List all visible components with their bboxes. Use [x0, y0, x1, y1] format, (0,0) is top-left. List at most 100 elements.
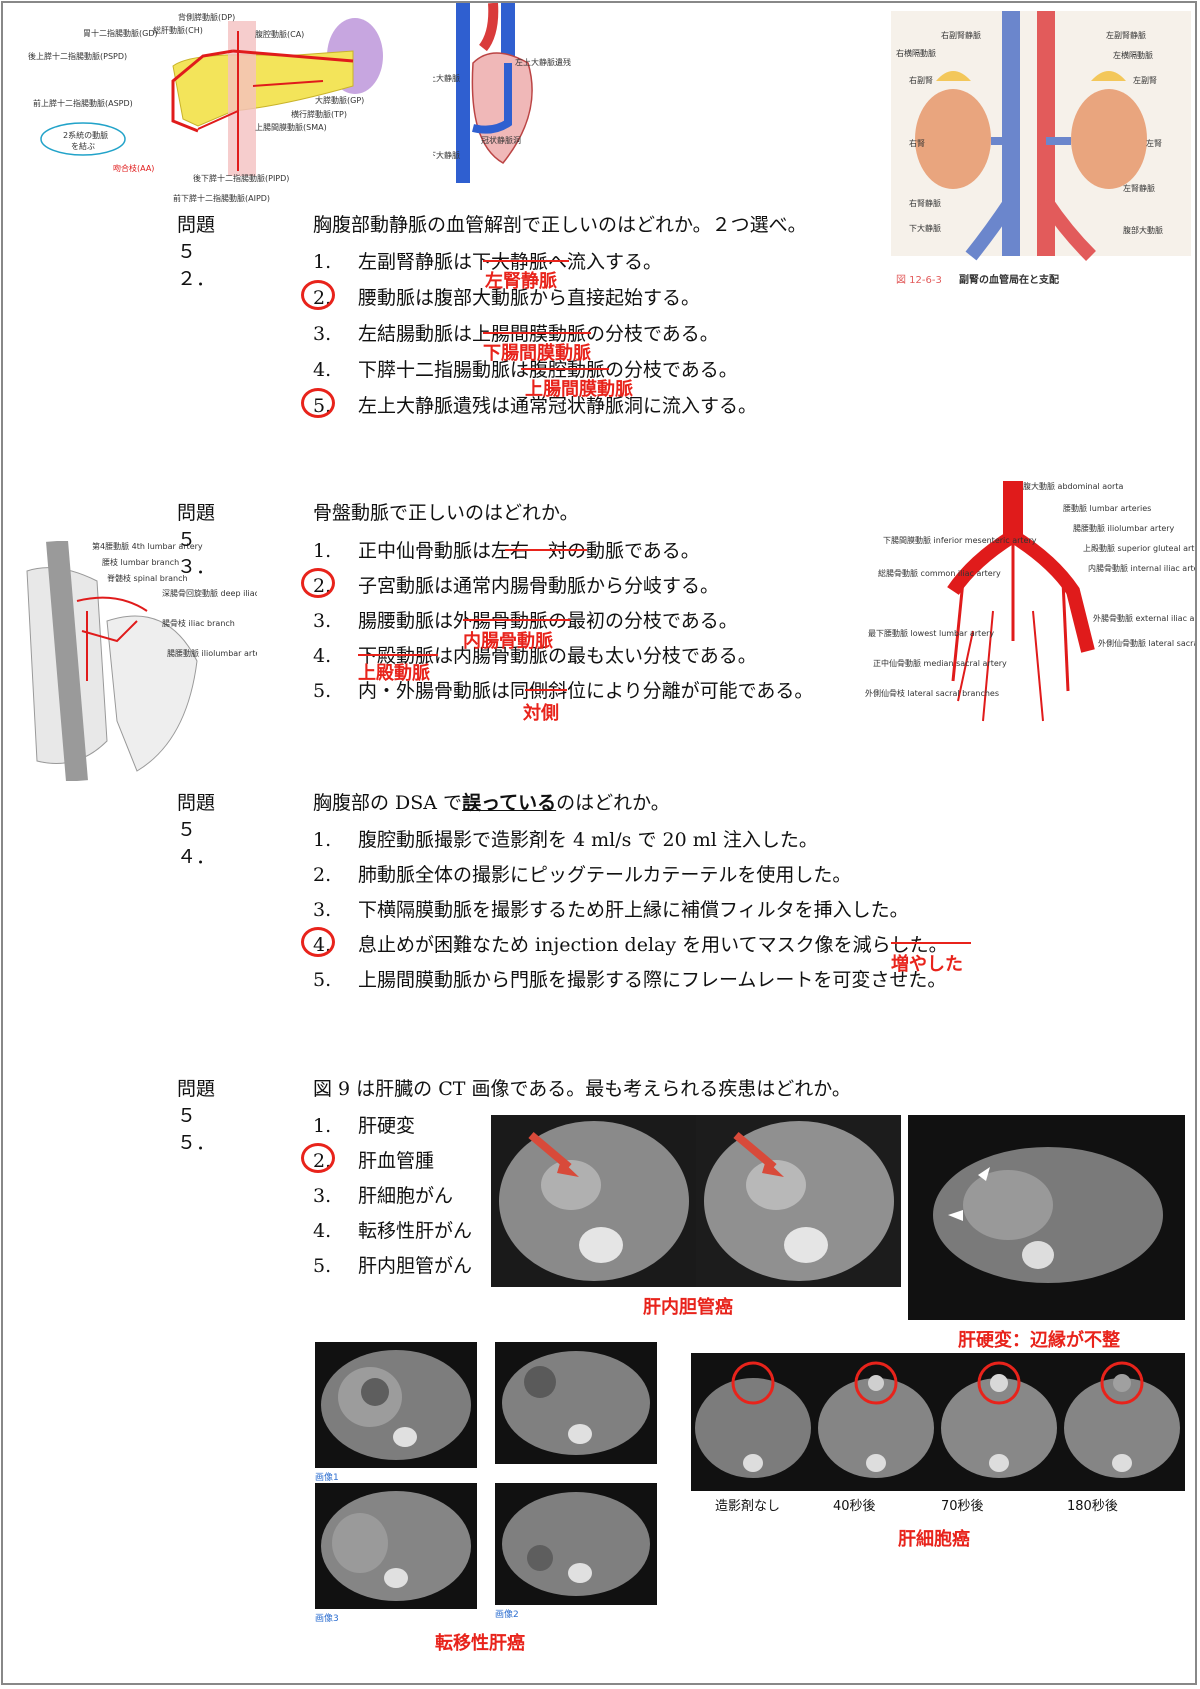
pelvic-artery-figure: 腹大動脈 abdominal aorta 腰動脈 lumbar arteries…: [863, 481, 1197, 726]
label-tp: 横行膵動脈(TP): [291, 109, 347, 119]
label-median-sacral: 正中仙骨動脈 median sacral artery: [873, 658, 1007, 668]
option-text: 正中仙骨動脈は左右一対の動脈である。: [358, 540, 700, 562]
q53-option-3: 3.腸腰動脈は外腸骨動脈の最初の分枝である。: [313, 606, 738, 633]
option-number: 3.: [313, 899, 332, 921]
hcc-phase-2: 40秒後: [833, 1499, 876, 1514]
q54-option-1: 1.腹腔動脈撮影で造影剤を 4 ml/s で 20 ml 注入した。: [313, 825, 818, 852]
ct-metastasis-image-3: [315, 1483, 477, 1609]
label-ima: 下腸間膜動脈 inferior mesenteric artery: [883, 535, 1037, 545]
q52-option-1: 1. 左副腎静脈は下大静脈へ流入する。: [313, 247, 662, 274]
meta-label-3: 画像3: [315, 1614, 339, 1624]
label-iliolumbar-r: 腸腰動脈 iliolumbar artery: [1073, 523, 1175, 533]
hcc-phase-3: 70秒後: [941, 1499, 984, 1514]
option-number: 3.: [313, 610, 332, 632]
q53-strike-4: [358, 654, 438, 656]
q53-option-5: 5.内・外腸骨動脈は同側斜位により分離が可能である。: [313, 676, 813, 703]
pancreas-diagram: 2系統の動脈 を結ぶ 胃十二指腸動脈(GD) 総肝動脈(CH) 背側膵動脈(DP…: [28, 12, 383, 203]
q53-strike-5: [525, 689, 567, 691]
label-persistent-lsvc: 左上大静脈遺残: [515, 57, 571, 67]
option-text: 肝内胆管がん: [358, 1255, 473, 1277]
adrenal-caption-text: 副腎の血管局在と支配: [959, 273, 1059, 286]
label-ca: 腹腔動脈(CA): [255, 29, 304, 39]
ct-metastasis-image-2: [495, 1342, 657, 1464]
option-text: 息止めが困難なため injection delay を用いてマスク像を減らした。: [358, 934, 948, 956]
label-common-iliac: 総腸骨動脈 common iliac artery: [878, 568, 1001, 578]
q52-strike-3: [483, 332, 591, 334]
label-aipd: 前下膵十二指腸動脈(AIPD): [173, 193, 270, 203]
label-ivc-adrenal: 下大静脈: [909, 223, 941, 233]
q54-option-3: 3. 下横隔膜動脈を撮影するため肝上縁に補償フィルタを挿入した。: [313, 895, 909, 922]
q53-strike-1: [505, 549, 587, 551]
label-iliac-branch: 腸骨枝 iliac branch: [162, 618, 235, 628]
q52-answer-circle-5: [301, 388, 335, 418]
q54-text-emphasis: 誤っている: [462, 792, 557, 814]
q55-option-5: 5.肝内胆管がん: [313, 1251, 472, 1278]
option-number: 4.: [313, 1220, 332, 1242]
q55-option-3: 3.肝細胞がん: [313, 1181, 453, 1208]
q53-correction-5: 対側: [523, 703, 559, 724]
q54-strike-4: [891, 942, 971, 944]
option-text: 子宮動脈は通常内腸骨動脈から分岐する。: [358, 575, 720, 597]
heart-svc-figure: 左上大静脈遺残 上大静脈 下大静脈 冠状静脈洞: [433, 3, 633, 188]
q53-correction-4: 上殿動脈: [358, 663, 430, 684]
q52-option-4: 4.下膵十二指腸動脈は腹腔動脈の分枝である。: [313, 355, 738, 382]
q52-strike-4: [521, 368, 609, 370]
q54-text: 胸腹部の DSA で誤っているのはどれか。: [313, 788, 670, 815]
q55-answer-circle-2: [301, 1143, 335, 1173]
q55-option-1: 1.肝硬変: [313, 1111, 415, 1138]
option-number: 1.: [313, 540, 332, 562]
q53-number: 問題５３．: [177, 502, 216, 578]
ct-metastasis-image-1: [315, 1342, 477, 1468]
label-lateral-sacral: 外側仙骨動脈 lateral sacral artery: [1098, 638, 1197, 648]
option-number: 4.: [313, 645, 332, 667]
label-ch: 総肝動脈(CH): [153, 25, 203, 35]
bubble-line-2: を結ぶ: [71, 141, 95, 151]
label-lowest-lumbar: 最下腰動脈 lowest lumbar artery: [868, 628, 994, 638]
label-dp: 背側膵動脈(DP): [178, 12, 235, 22]
label-gd: 胃十二指腸動脈(GD): [83, 28, 158, 38]
option-number: 5.: [313, 969, 332, 991]
q53-strike-3: [463, 619, 571, 621]
label-iliolumbar: 腸腰動脈 iliolumbar artery: [167, 648, 257, 658]
option-number: 3.: [313, 323, 332, 345]
label-svc: 上大静脈: [433, 73, 460, 83]
option-text: 腹腔動脈撮影で造影剤を 4 ml/s で 20 ml 注入した。: [358, 829, 818, 851]
option-text: 肝血管腫: [358, 1150, 435, 1172]
q52-strike-1: [483, 260, 569, 262]
q54-number: 問題５４．: [177, 792, 216, 868]
q55-option-4: 4. 転移性肝がん: [313, 1216, 472, 1243]
label-pipd: 後下膵十二指腸動脈(PIPD): [193, 173, 289, 183]
label-r-phrenic: 右横隔動脈: [896, 48, 936, 58]
option-text: 下膵十二指腸動脈は腹腔動脈の分枝である。: [358, 359, 738, 381]
q54-text-pre: 胸腹部の DSA で: [313, 792, 463, 814]
option-text: 肺動脈全体の撮影にピッグテールカテーテルを使用した。: [358, 864, 852, 886]
label-l-adrenal: 左副腎: [1133, 75, 1157, 85]
q53-option-1: 1. 正中仙骨動脈は左右一対の動脈である。: [313, 536, 700, 563]
option-number: 5.: [313, 680, 332, 702]
adrenal-vessel-figure: 右副腎静脈 右横隔動脈 右副腎 右腎 右腎静脈 下大静脈 左副腎静脈 左横隔動脈…: [891, 11, 1191, 291]
option-text: 左副腎静脈は下大静脈へ流入する。: [358, 251, 663, 273]
q53-answer-circle-2: [301, 568, 335, 598]
label-ivc: 下大静脈: [433, 150, 460, 160]
label-aa: 吻合枝(AA): [113, 163, 154, 173]
q54-option-5: 5.上腸間膜動脈から門脈を撮影する際にフレームレートを可変させた。: [313, 965, 946, 992]
option-text: 下横隔膜動脈を撮影するため肝上縁に補償フィルタを挿入した。: [358, 899, 909, 921]
q52-correction-4: 上腸間膜動脈: [525, 379, 633, 400]
pelvis-lumbar-diagram: 第4腰動脈 4th lumbar artery 腰枝 lumbar branch…: [26, 541, 257, 781]
option-text: 転移性肝がん: [358, 1220, 473, 1242]
q52-correction-3: 下腸間膜動脈: [483, 343, 591, 364]
q54-option-4: 4.息止めが困難なため injection delay を用いてマスク像を減らし…: [313, 930, 948, 957]
q54-text-post: のはどれか。: [556, 792, 670, 814]
pelvic-artery-diagram: 腹大動脈 abdominal aorta 腰動脈 lumbar arteries…: [865, 481, 1197, 722]
option-number: 1.: [313, 251, 332, 273]
option-text: 左結腸動脈は上腸間膜動脈の分枝である。: [358, 323, 719, 345]
ct-metastasis-image-4: [495, 1483, 657, 1605]
meta-label-1: 画像1: [315, 1473, 339, 1483]
q52-text: 胸腹部動静脈の血管解剖で正しいのはどれか。２つ選べ。: [313, 214, 807, 236]
q53-text: 骨盤動脈で正しいのはどれか。: [313, 502, 579, 524]
label-abdominal-aorta: 腹大動脈 abdominal aorta: [1023, 481, 1123, 491]
q53-correction-3: 内腸骨動脈: [463, 631, 553, 652]
q52-answer-circle-2: [301, 280, 335, 310]
label-gp: 大膵動脈(GP): [315, 95, 364, 105]
label-lumbar-branch: 腰枝 lumbar branch: [102, 557, 179, 567]
